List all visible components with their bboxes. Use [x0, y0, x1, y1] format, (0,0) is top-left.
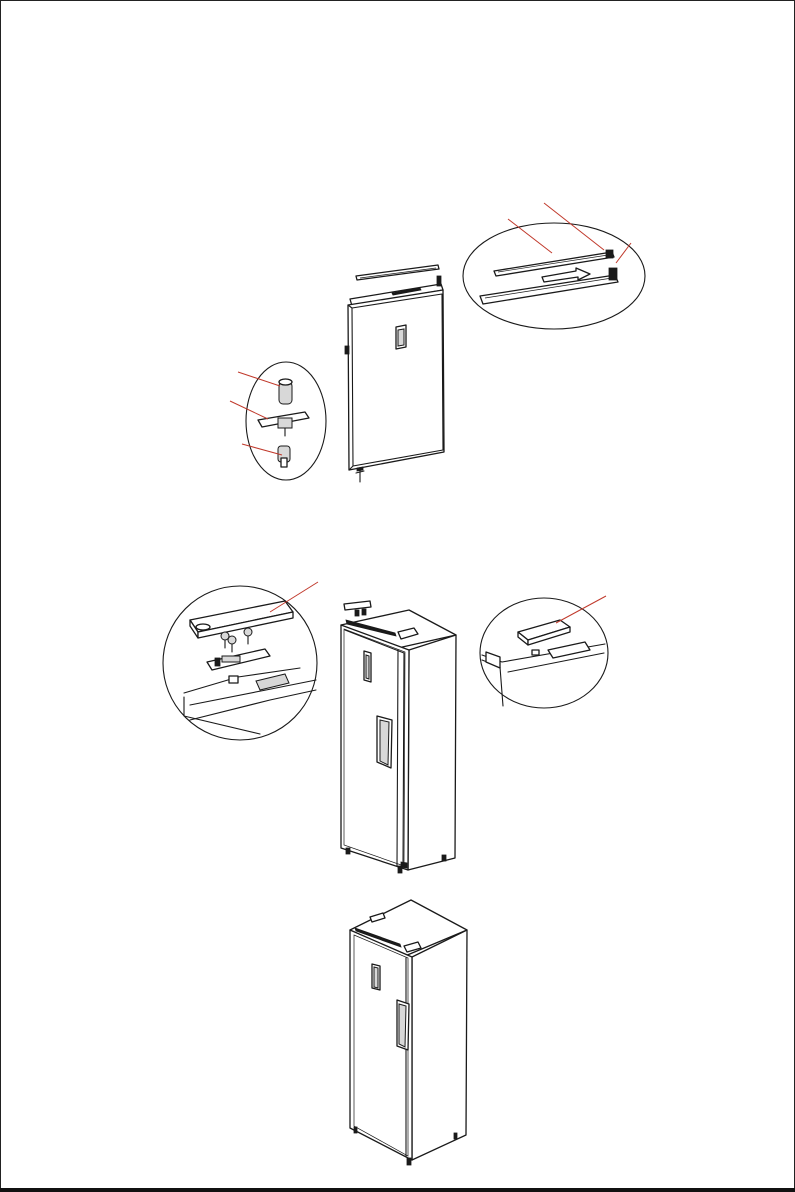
freezer-cabinet-icon	[341, 610, 456, 873]
top-trim-strip-icon	[356, 265, 439, 280]
step-2-hinge-transfer	[163, 582, 608, 873]
trim-detail-circle	[463, 203, 645, 329]
hinge-screws-detail-circle	[163, 582, 318, 740]
screw-icon	[356, 467, 364, 482]
step-1-door-removal	[230, 203, 645, 482]
freezer-cabinet-icon	[350, 900, 467, 1165]
hinge-cover-icon	[279, 379, 292, 404]
hinge-detail-circle	[230, 362, 326, 480]
door-panel-icon	[345, 290, 444, 470]
step-3-reassembled	[350, 900, 467, 1165]
top-hinge-parts	[344, 601, 371, 616]
hinge-cover-detail-circle	[480, 596, 608, 708]
